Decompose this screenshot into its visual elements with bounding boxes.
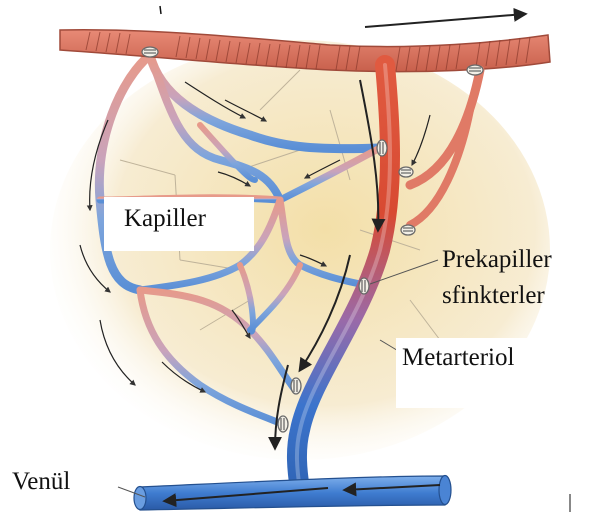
precapillary-sphincters-label-line2: sfinkterler (442, 280, 545, 311)
metarteriole-label: Metarteriol (396, 338, 586, 408)
venule-vessel (134, 476, 451, 511)
top-tick-mark (160, 6, 161, 14)
arteriole-flow-arrow (365, 14, 525, 27)
venule-label: Venül (12, 466, 70, 497)
capillaries-label: Kapiller (104, 197, 254, 251)
precapillary-sphincters-label-line1: Prekapiller (442, 244, 552, 275)
